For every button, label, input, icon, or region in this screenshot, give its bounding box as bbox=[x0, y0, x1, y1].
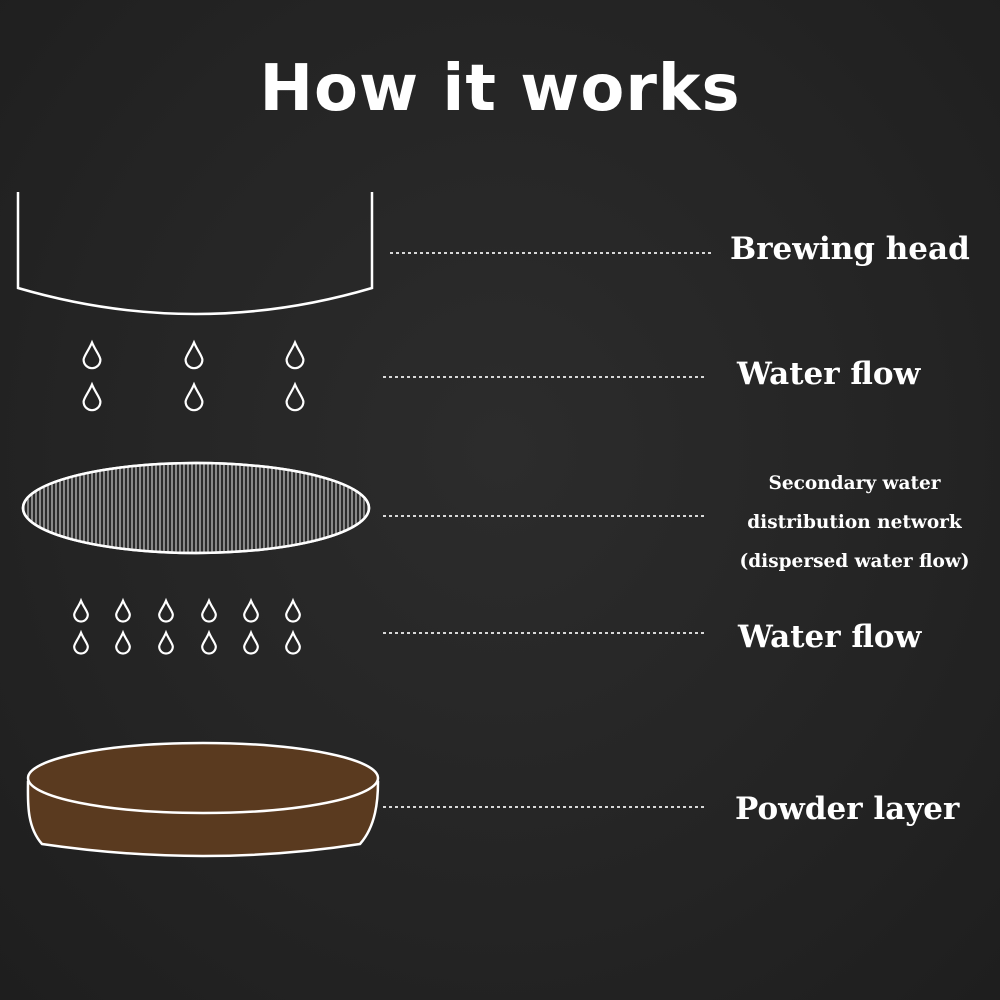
label-distribution-line2: distribution network bbox=[747, 512, 962, 533]
water-drop-icon bbox=[285, 381, 305, 412]
label-water-flow-top: Water flow bbox=[737, 356, 921, 392]
water-drop-icon bbox=[82, 381, 102, 412]
label-water-flow-bottom: Water flow bbox=[738, 619, 922, 655]
water-drop-icon bbox=[158, 629, 174, 655]
water-drop-icon bbox=[201, 629, 217, 655]
water-drop-icon bbox=[243, 597, 259, 623]
label-distribution-line3: (dispersed water flow) bbox=[739, 551, 970, 572]
water-drop-icon bbox=[201, 597, 217, 623]
label-powder-layer: Powder layer bbox=[735, 791, 960, 827]
water-drop-icon bbox=[285, 339, 305, 370]
label-brewing-head: Brewing head bbox=[730, 231, 970, 267]
water-drop-icon bbox=[82, 339, 102, 370]
water-drop-icon bbox=[285, 629, 301, 655]
water-drop-icon bbox=[73, 629, 89, 655]
water-drop-icon bbox=[115, 597, 131, 623]
water-drop-icon bbox=[243, 629, 259, 655]
water-drop-icon bbox=[158, 597, 174, 623]
label-distribution-network: Secondary water distribution network (di… bbox=[712, 464, 997, 581]
water-drop-icon bbox=[184, 381, 204, 412]
water-drop-icon bbox=[285, 597, 301, 623]
distribution-mesh bbox=[21, 461, 371, 555]
powder-bowl bbox=[26, 741, 380, 858]
water-drop-icon bbox=[184, 339, 204, 370]
page-title: How it works bbox=[259, 52, 741, 126]
brewing-head-shape bbox=[16, 192, 374, 316]
water-drops-bottom bbox=[73, 597, 301, 655]
water-drop-icon bbox=[115, 629, 131, 655]
water-drops-top bbox=[82, 339, 305, 412]
leader-lines bbox=[383, 252, 712, 808]
label-distribution-line1: Secondary water bbox=[768, 473, 941, 494]
water-drop-icon bbox=[73, 597, 89, 623]
